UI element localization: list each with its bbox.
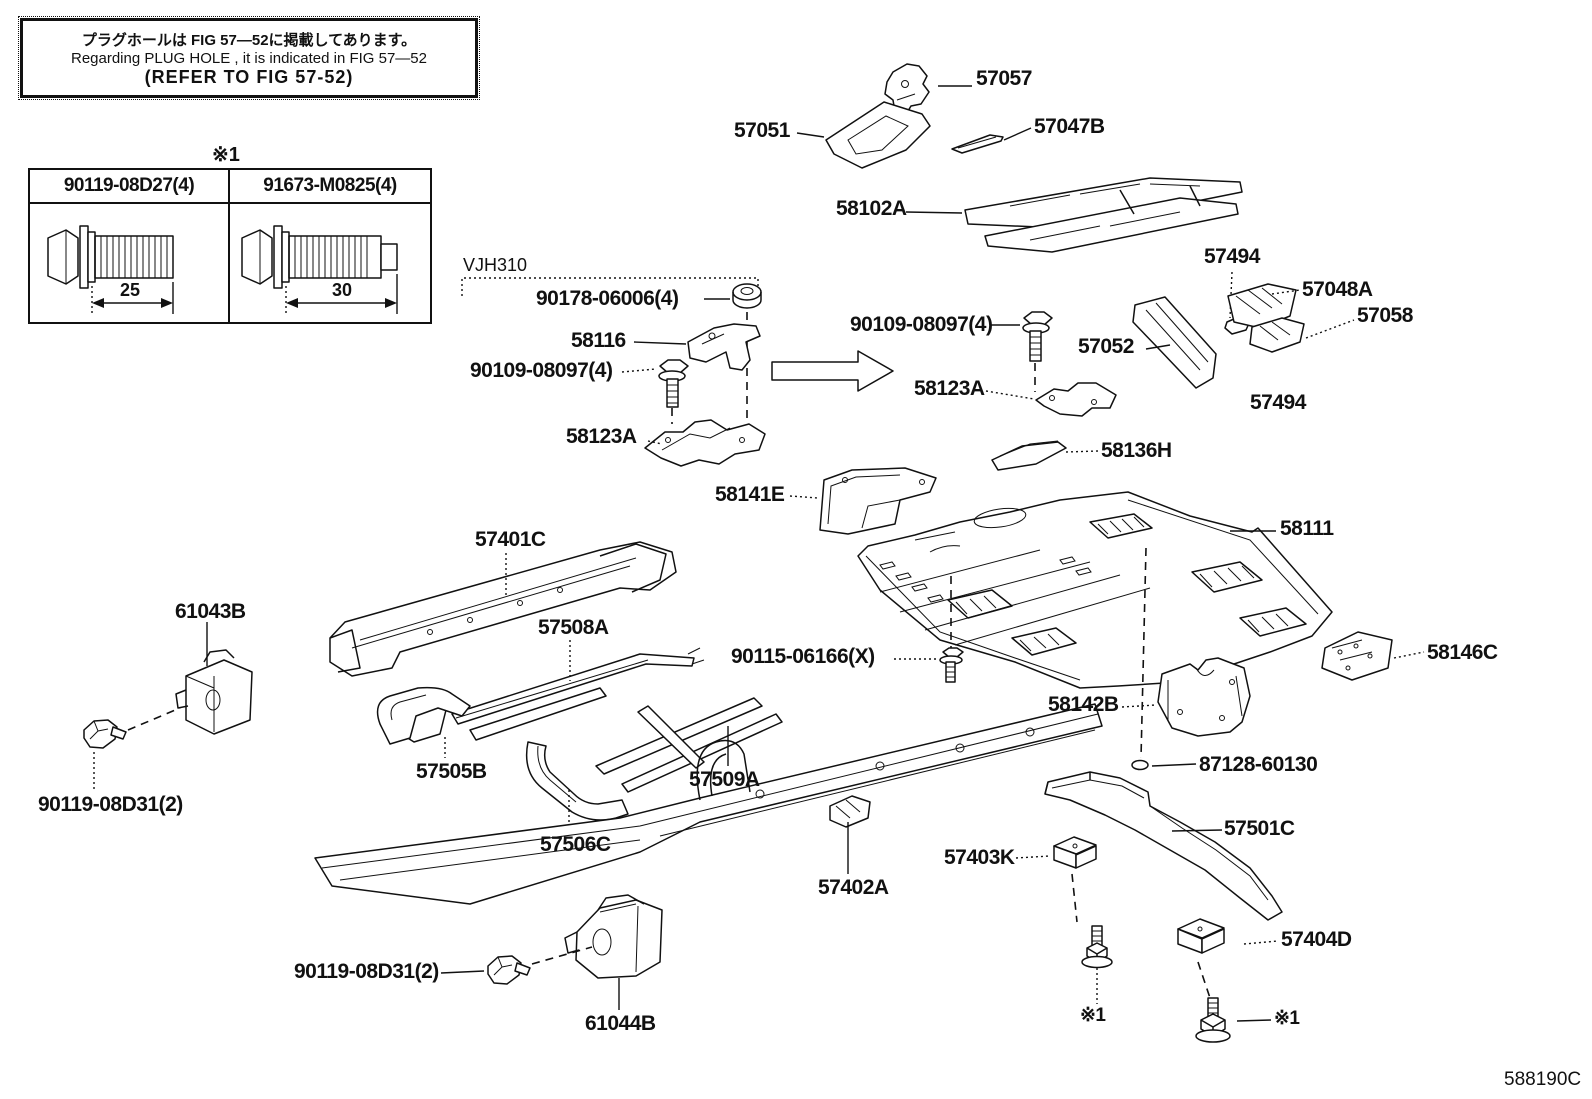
bolt-30-drawing: 30 — [241, 225, 398, 314]
part-57048A-drawing — [1227, 283, 1301, 329]
part-57047B-drawing — [951, 127, 1032, 154]
part-58123A-left-drawing — [644, 419, 766, 467]
label-90109-left: 90109-08097(4) — [470, 359, 613, 382]
label-58123A-left: 58123A — [566, 425, 637, 448]
label-57501C: 57501C — [1224, 817, 1295, 840]
part-57403K-drawing — [1015, 836, 1097, 923]
fastener-table: 90119-08D27(4) 25 91673-M0825(4) — [28, 168, 432, 324]
part-61043B-drawing — [175, 622, 253, 735]
label-57494-upper: 57494 — [1204, 245, 1260, 268]
note-line-jp: プラグホールは FIG 57—52に掲載してあります。 — [81, 31, 417, 49]
label-57401C: 57401C — [475, 528, 546, 551]
bolt-61043B-drawing — [83, 707, 181, 789]
fastener-bolt-1: 25 — [30, 204, 228, 322]
label-90178: 90178-06006(4) — [536, 287, 679, 310]
direction-arrow — [771, 350, 894, 392]
label-57052: 57052 — [1078, 335, 1134, 358]
bolt-90109-left-drawing — [621, 359, 689, 424]
bolt-90109-right-drawing — [990, 311, 1053, 392]
label-58136H: 58136H — [1101, 439, 1172, 462]
fastener-part-no-1: 90119-08D27(4) — [30, 170, 228, 204]
label-61044B: 61044B — [585, 1012, 656, 1035]
part-58136H-drawing — [991, 440, 1099, 471]
fastener-col-1: 90119-08D27(4) 25 — [30, 170, 230, 322]
part-57401C-drawing — [329, 541, 677, 677]
part-58116-drawing — [633, 323, 761, 371]
label-57402A: 57402A — [818, 876, 889, 899]
label-57051: 57051 — [734, 119, 790, 142]
label-90119-left: 90119-08D31(2) — [38, 793, 183, 816]
part-57051-drawing — [796, 101, 931, 169]
label-58116: 58116 — [571, 329, 626, 352]
diagram-code: 588190C — [1504, 1069, 1582, 1090]
label-57058: 57058 — [1357, 304, 1413, 327]
label-ref-mark-1: ※1 — [1080, 1005, 1106, 1026]
label-58102A: 58102A — [836, 197, 907, 220]
label-58141E: 58141E — [715, 483, 785, 506]
note-line-refer: (REFER TO FIG 57-52) — [144, 66, 354, 87]
part-58123A-right-drawing — [985, 382, 1117, 417]
note-line-en: Regarding PLUG HOLE , it is indicated in… — [70, 49, 427, 67]
bolt-57404D-drawing — [1195, 997, 1272, 1043]
part-58111-drawing — [857, 491, 1333, 759]
label-87128: 87128-60130 — [1199, 753, 1318, 776]
bolt-25-length: 25 — [120, 280, 140, 300]
label-57506C: 57506C — [540, 833, 611, 856]
label-57404D: 57404D — [1281, 928, 1352, 951]
label-90119-lower: 90119-08D31(2) — [294, 960, 439, 983]
part-57404D-drawing — [1177, 918, 1279, 999]
label-57494-lower: 57494 — [1250, 391, 1306, 414]
label-90109-right: 90109-08097(4) — [850, 313, 993, 336]
part-58141E-drawing — [789, 467, 937, 535]
part-57506C-drawing — [525, 741, 629, 831]
label-58142B: 58142B — [1048, 693, 1119, 716]
part-87128-grommet-drawing — [1131, 759, 1197, 771]
part-57402A-drawing — [314, 703, 1103, 905]
label-57505B: 57505B — [416, 760, 487, 783]
vjh310-bracket — [461, 277, 759, 296]
part-57501C-drawing — [1044, 771, 1283, 921]
part-61044B-drawing — [564, 894, 663, 1010]
label-58111: 58111 — [1280, 517, 1334, 540]
bolt-25-drawing: 25 — [47, 225, 174, 314]
bolt-90115-drawing — [894, 647, 964, 683]
label-58146C: 58146C — [1427, 641, 1498, 664]
part-57058-drawing — [1249, 317, 1355, 353]
label-57047B: 57047B — [1034, 115, 1105, 138]
label-ref-mark-2: ※1 — [1274, 1008, 1300, 1029]
label-58123A-right: 58123A — [914, 377, 985, 400]
bolt-61044B-drawing — [440, 946, 593, 985]
part-57052-drawing — [1132, 296, 1217, 389]
part-58146C-drawing — [1321, 631, 1425, 681]
label-57057: 57057 — [976, 67, 1032, 90]
part-58102A-drawing — [905, 177, 1243, 253]
part-57505B-drawing — [376, 686, 471, 758]
label-57048A: 57048A — [1302, 278, 1373, 301]
label-90115: 90115-06166(X) — [731, 645, 875, 668]
label-57403K: 57403K — [944, 846, 1015, 869]
label-57509A: 57509A — [689, 768, 760, 791]
fastener-bolt-2: 30 — [230, 204, 430, 322]
plug-hole-note: プラグホールは FIG 57—52に掲載してあります。 Regarding PL… — [18, 16, 480, 100]
bolt-57403K-drawing — [1081, 925, 1113, 1004]
table-ref-mark: ※1 — [212, 144, 240, 166]
label-57508A: 57508A — [538, 616, 609, 639]
fastener-part-no-2: 91673-M0825(4) — [230, 170, 430, 204]
fastener-col-2: 91673-M0825(4) 30 — [230, 170, 430, 322]
label-61043B: 61043B — [175, 600, 246, 623]
part-58142B-drawing — [1121, 657, 1251, 737]
label-vjh310: VJH310 — [463, 255, 528, 275]
bolt-30-length: 30 — [332, 280, 352, 300]
